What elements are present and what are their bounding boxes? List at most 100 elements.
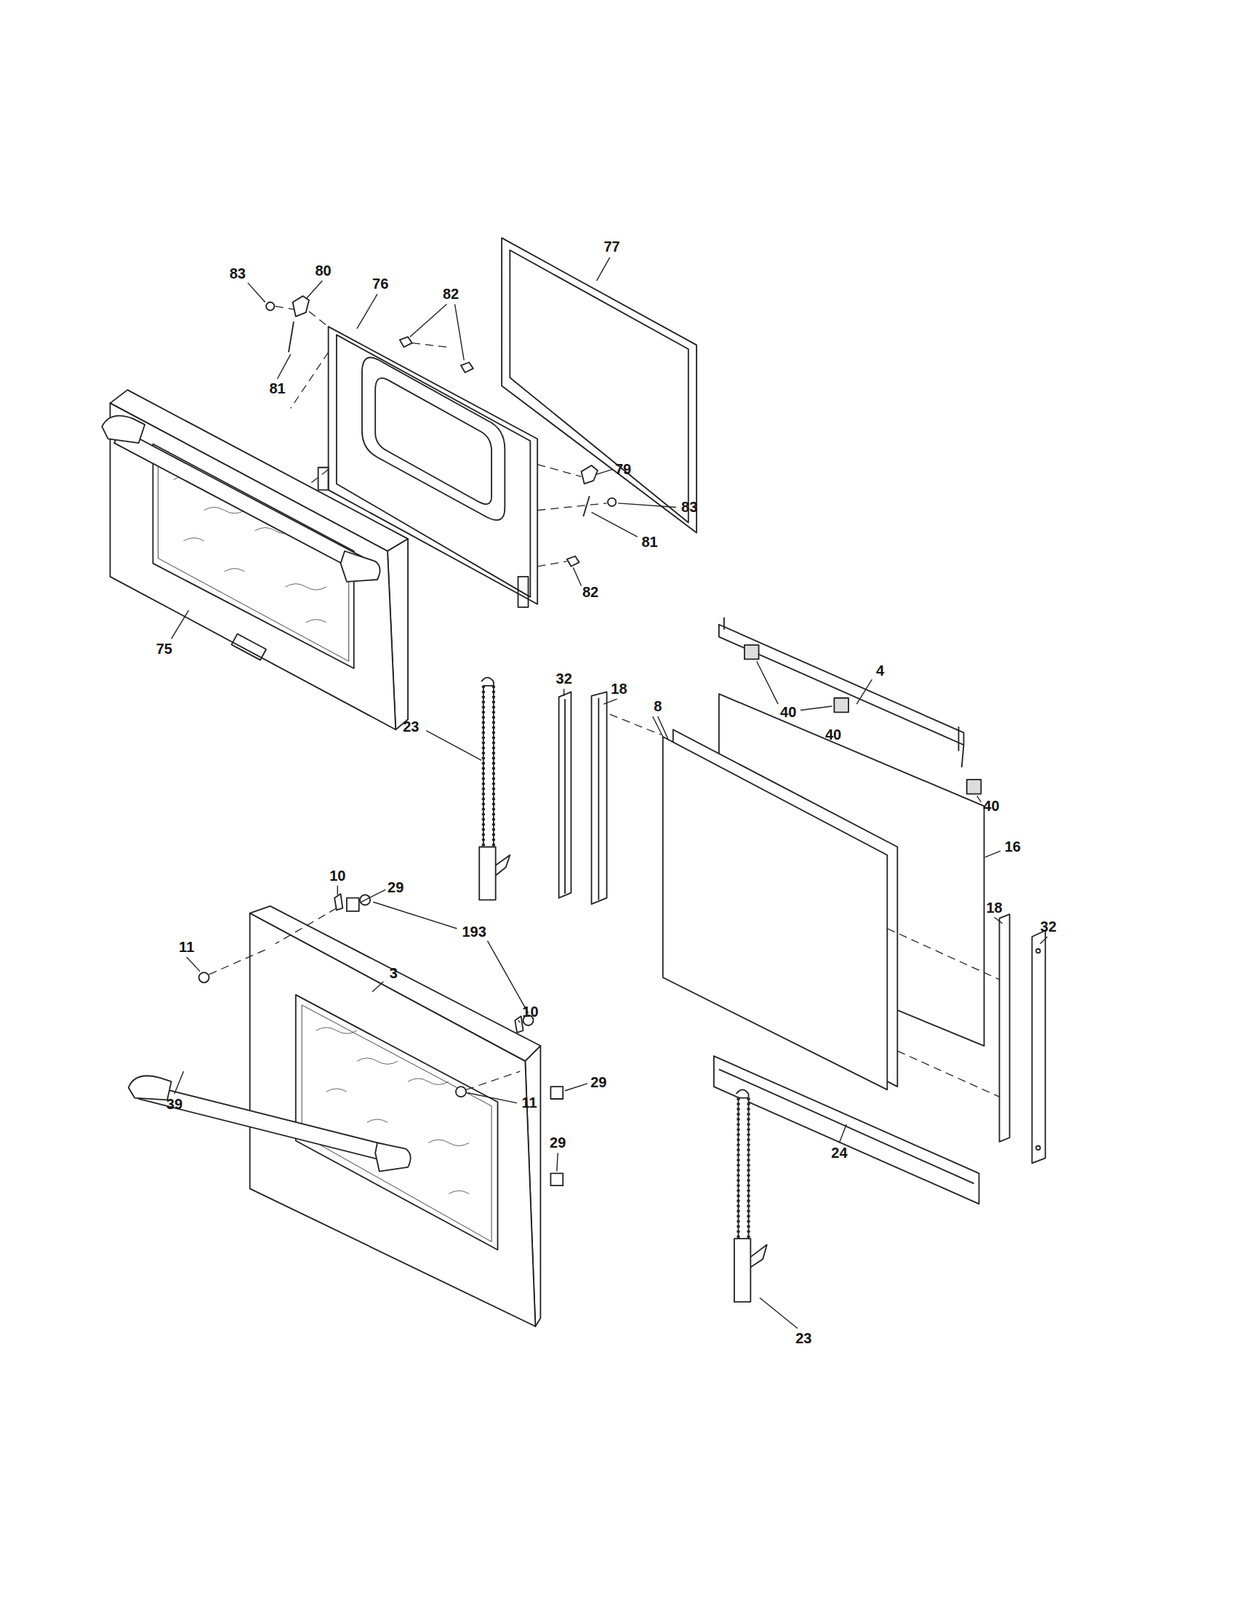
callout-number: 76 xyxy=(370,275,390,292)
glass-channel xyxy=(564,698,566,894)
callout-number: 10 xyxy=(520,1003,540,1020)
leader-line xyxy=(618,503,677,508)
hinge xyxy=(495,855,511,876)
leader-line xyxy=(652,716,664,737)
callout-number: 40 xyxy=(981,797,1001,814)
hinge-hardware xyxy=(460,362,474,373)
leader-line xyxy=(856,679,872,704)
hinge xyxy=(738,1097,749,1241)
hinge xyxy=(734,1238,751,1302)
upper-door xyxy=(109,402,396,730)
hinge-hardware xyxy=(266,302,275,311)
hinge-hardware xyxy=(567,556,580,567)
callout-number: 80 xyxy=(313,262,333,279)
leader-line xyxy=(174,1070,184,1094)
leader-line xyxy=(591,511,638,537)
callout-number: 40 xyxy=(823,726,843,743)
bottom-channel xyxy=(713,1055,980,1204)
leader-line xyxy=(985,850,1001,857)
hinge xyxy=(750,1244,767,1268)
assembly-lines xyxy=(887,928,999,980)
lower-door xyxy=(250,913,536,1327)
upper-door xyxy=(101,415,145,443)
leader-line xyxy=(455,303,465,360)
inner-door-panel xyxy=(336,334,531,597)
hinge-hardware xyxy=(288,321,294,352)
bottom-channel xyxy=(713,1055,980,1204)
leader-line xyxy=(426,730,482,761)
callout-number: 81 xyxy=(267,380,287,397)
inner-door-panel xyxy=(362,357,505,521)
assembly-lines xyxy=(537,561,568,567)
callout-number: 18 xyxy=(984,899,1004,916)
hinge xyxy=(483,685,494,849)
assembly-lines xyxy=(290,351,329,408)
leader-line xyxy=(839,1124,847,1143)
upper-door xyxy=(231,633,267,661)
assembly-lines xyxy=(466,1070,520,1090)
lower-door xyxy=(128,905,541,1327)
hinge xyxy=(734,1089,768,1302)
callout-number: 75 xyxy=(154,640,174,657)
assembly-lines xyxy=(209,948,268,975)
callout-number: 23 xyxy=(401,718,421,735)
hinge-hardware xyxy=(399,336,413,347)
leader-line xyxy=(247,282,266,303)
door-hardware xyxy=(334,893,343,910)
leader-line xyxy=(800,705,832,711)
inner-door-panel xyxy=(318,326,539,608)
callout-number: 82 xyxy=(441,285,461,302)
leader-line xyxy=(466,1092,517,1103)
leader-line xyxy=(556,1152,558,1171)
lower-door xyxy=(316,1027,469,1194)
callout-number: 8 xyxy=(652,697,664,714)
leader-line xyxy=(171,257,1048,1329)
assembly-lines xyxy=(897,1050,999,1097)
leader-line xyxy=(759,1297,798,1328)
callout-number: 32 xyxy=(554,670,574,687)
leader-line xyxy=(356,293,378,329)
leader-line xyxy=(337,885,339,896)
leader-line xyxy=(361,889,387,902)
glass-channel xyxy=(597,697,600,901)
door-hardware xyxy=(346,897,360,912)
glass-channel xyxy=(999,913,1010,1142)
hinge-hardware xyxy=(581,465,598,484)
callout-number: 83 xyxy=(679,498,699,515)
glass-channel xyxy=(1031,930,1045,1164)
leader-line xyxy=(410,303,447,337)
assembly-lines xyxy=(209,908,521,1090)
callout-number: 18 xyxy=(609,680,629,697)
inner-door-panel xyxy=(518,576,529,608)
assembly-lines xyxy=(275,306,294,309)
leader-line xyxy=(306,280,323,299)
leader-line xyxy=(994,916,1003,923)
leader-line xyxy=(1040,936,1048,944)
callout-number: 39 xyxy=(165,1095,184,1112)
hinge xyxy=(738,1097,749,1241)
callout-number: 29 xyxy=(548,1134,568,1151)
leader-line xyxy=(595,469,612,475)
leader-line xyxy=(596,257,611,281)
glass-channel xyxy=(559,691,608,904)
glass-channel xyxy=(1036,948,1041,954)
lower-door xyxy=(301,1004,492,1242)
door-hardware xyxy=(455,1086,467,1097)
lower-door xyxy=(295,994,499,1250)
assembly-lines xyxy=(610,713,1000,1097)
assembly-lines xyxy=(537,464,581,477)
callout-number: 29 xyxy=(386,879,405,896)
glass-channel xyxy=(591,691,608,904)
assembly-lines xyxy=(412,343,448,348)
hinge xyxy=(479,847,496,901)
glass-channel xyxy=(1036,1145,1041,1150)
upper-door xyxy=(114,428,363,571)
glass-bracket xyxy=(833,697,849,713)
leader-line xyxy=(372,981,384,992)
leader-line xyxy=(564,1083,588,1091)
leader-line xyxy=(977,795,982,802)
glass-bracket xyxy=(744,644,760,660)
callout-number: 193 xyxy=(460,923,488,940)
callout-number: 23 xyxy=(793,1329,813,1346)
